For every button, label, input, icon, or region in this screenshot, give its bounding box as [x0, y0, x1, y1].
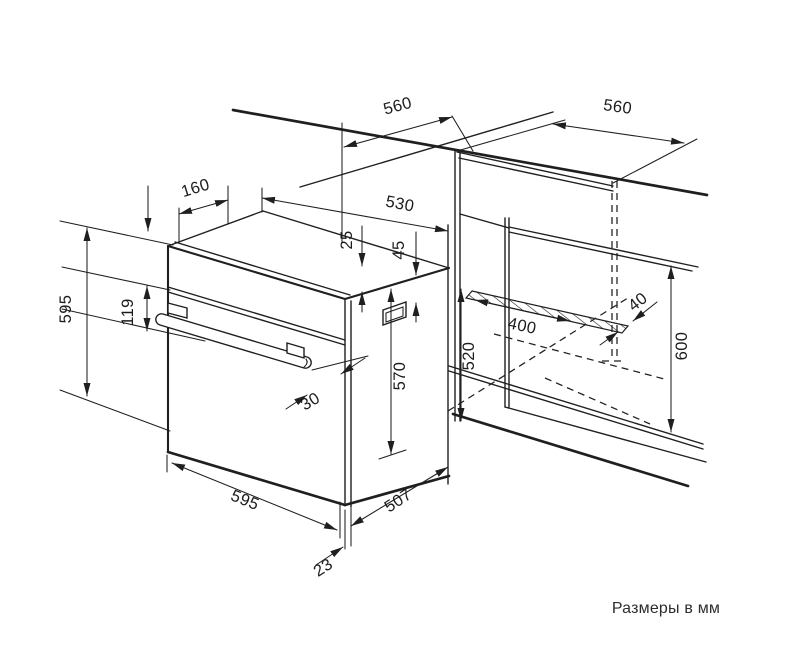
handle-bracket-right	[286, 342, 305, 359]
side-vent-slot-inner	[385, 306, 404, 323]
dim-door-height: 570	[391, 362, 409, 391]
niche-lines	[448, 149, 707, 488]
dim-counter-depth-right: 560	[602, 96, 633, 118]
hidden-outline-dashed	[447, 181, 669, 425]
ventilation-slot-hatch	[464, 290, 630, 334]
dim-oven-height: 595	[57, 295, 75, 324]
dim-top-rear-offset: 160	[179, 175, 212, 201]
dim-oven-width: 595	[228, 487, 261, 514]
dim-top-clearance: 25	[338, 230, 356, 249]
countertop-lines	[231, 108, 709, 244]
dim-handle-clearance: 30	[298, 389, 324, 414]
handle-bracket-left	[167, 302, 188, 319]
dim-vent-slot-length: 400	[506, 314, 538, 338]
dim-niche-height: 600	[673, 332, 691, 361]
units-caption: Размеры в мм	[612, 600, 720, 617]
dim-control-panel-height: 119	[119, 298, 137, 326]
handle-bar	[155, 313, 312, 369]
dim-oven-top-depth: 530	[384, 193, 416, 216]
dimension-lines	[59, 116, 685, 566]
door-handle	[155, 302, 369, 371]
dim-counter-depth-left: 560	[381, 94, 413, 119]
dim-door-thickness: 23	[310, 555, 336, 581]
dim-rear-clearance: 45	[390, 240, 408, 259]
dim-base-cabinet-height: 520	[460, 342, 478, 371]
dimension-labels: 560 560 160 530 25 45 595 119 570 520 40…	[57, 94, 691, 581]
dim-vent-slot-width: 40	[625, 289, 651, 315]
